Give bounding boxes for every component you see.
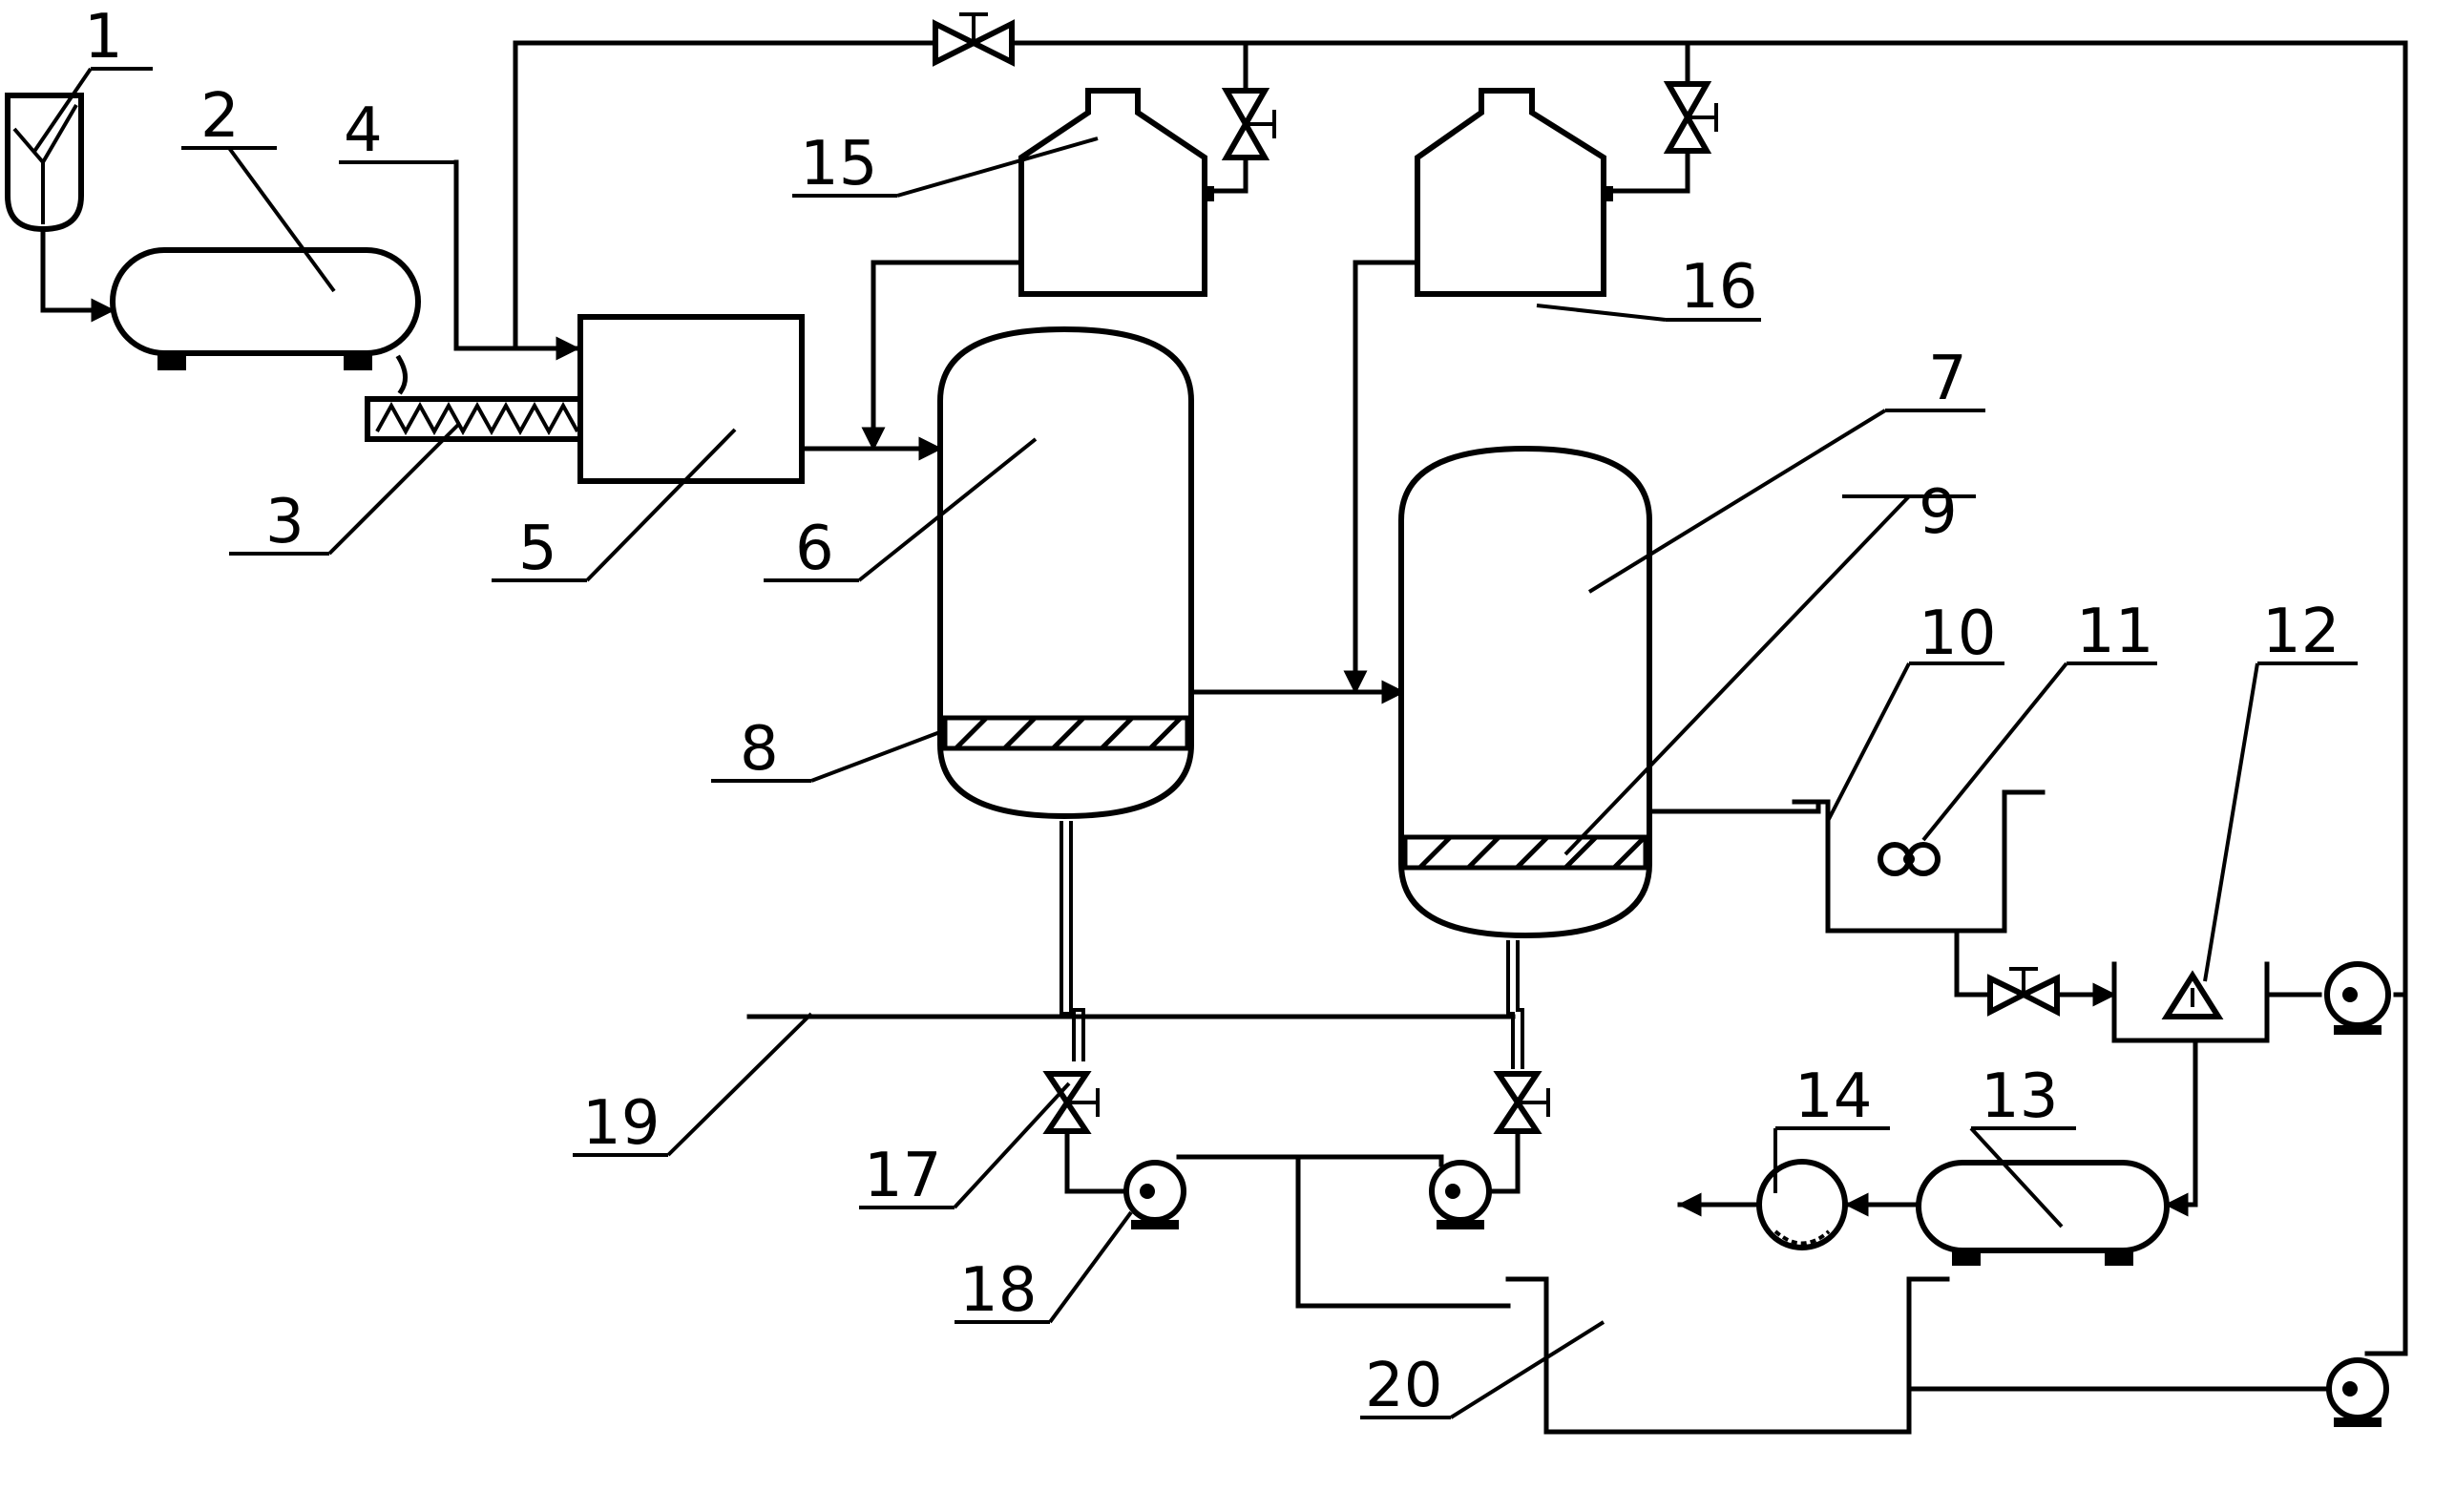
label-10: 10 [1919,598,1996,669]
valve-icon [1987,967,2060,1017]
sump-tank-20 [1505,1276,1950,1435]
callout-labels: 1 2 3 4 5 6 7 8 9 10 11 12 13 14 15 16 1… [84,2,2340,1421]
agitator-11 [1878,842,1941,876]
valve-icon [1221,88,1276,160]
valve-icon [1493,1071,1550,1134]
mixing-tank-5 [577,314,805,484]
dosing-tank-15 [1018,88,1214,297]
label-6: 6 [795,514,834,584]
label-4: 4 [344,95,383,166]
feed-hopper-1 [4,93,84,233]
filter-tank-12 [2111,961,2270,1043]
pump-icon [2326,1357,2389,1427]
label-16: 16 [1680,252,1757,323]
valve-icon [933,12,1015,67]
label-9: 9 [1919,477,1958,548]
valve-icon [1663,81,1718,154]
label-2: 2 [200,81,240,152]
pump-icon [1429,1160,1492,1229]
pipe-network [40,40,2408,1392]
label-20: 20 [1365,1351,1442,1421]
storage-tank-2 [110,247,421,370]
pump-18 [1123,1160,1186,1229]
label-18: 18 [959,1255,1037,1326]
pump-icon [2324,961,2391,1035]
screw-conveyor-3 [365,396,590,442]
leader-lines [31,67,2358,1419]
label-3: 3 [265,487,304,557]
settling-tank-10 [1792,789,2046,934]
label-17: 17 [864,1141,941,1211]
label-14: 14 [1794,1061,1872,1132]
reactor-7 [1398,445,1652,939]
label-1: 1 [84,2,123,73]
label-13: 13 [1981,1061,2058,1132]
label-19: 19 [582,1088,660,1159]
valve-17 [1042,1071,1100,1134]
label-7: 7 [1928,344,1967,414]
label-11: 11 [2076,597,2153,667]
receiving-tank-13 [1916,1160,2170,1266]
reactor-6 [937,326,1194,820]
label-5: 5 [518,514,557,584]
label-8: 8 [740,714,779,785]
dosing-tank-16 [1415,88,1613,297]
label-12: 12 [2262,597,2340,667]
filter-14 [1756,1159,1848,1250]
label-15: 15 [800,129,877,200]
